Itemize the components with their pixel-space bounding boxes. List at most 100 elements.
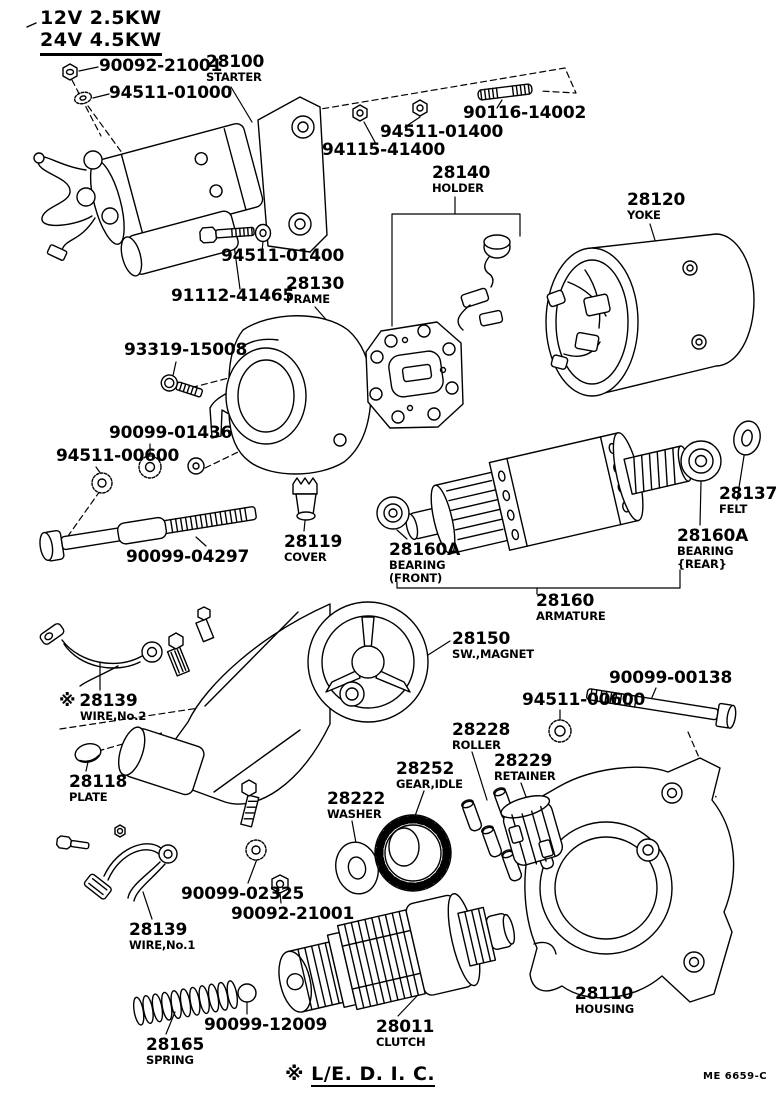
small-bolt-sketch xyxy=(55,835,90,850)
label-gear-idle: 28252 GEAR,IDLE xyxy=(396,760,463,791)
part-number: 28130 xyxy=(286,274,345,294)
part-number: 94511-01400 xyxy=(221,246,345,266)
label-felt: 28137 FELT xyxy=(719,485,777,516)
part-caption: STARTER xyxy=(206,70,262,85)
label-yoke: 28120 YOKE xyxy=(627,191,685,222)
part-caption: HOUSING xyxy=(575,1002,634,1017)
part-number: 90099-02325 xyxy=(181,884,305,904)
nut-94511-01400-top-sketch xyxy=(412,99,428,117)
part-caption: WASHER xyxy=(327,807,382,822)
small-nut-sketch xyxy=(114,824,126,838)
reference-mark: ※ xyxy=(59,691,76,711)
label-nut-90092-top: 90092-21001 xyxy=(99,57,222,76)
label-nut-94115-41400: 94115-41400 xyxy=(322,140,446,160)
label-housing: 28110 HOUSING xyxy=(575,985,634,1016)
label-nut-90092-bottom: 90092-21001 xyxy=(231,904,355,924)
retainer-sketch xyxy=(500,795,564,866)
washer-94511-01000-sketch xyxy=(73,91,93,105)
part-number: 28229 xyxy=(494,751,553,771)
part-number: 28110 xyxy=(575,984,634,1004)
part-number: 90099-01436 xyxy=(109,423,233,443)
label-washer-94511-01000: 94511-01000 xyxy=(109,83,233,103)
label-armature: 28160 ARMATURE xyxy=(536,592,606,623)
washer-94511-01400-mid-sketch xyxy=(254,223,272,243)
part-caption: BEARING xyxy=(677,544,734,559)
part-number: 94511-00600 xyxy=(56,446,180,466)
rod-90099-04297-sketch xyxy=(39,506,257,562)
frame-sketch xyxy=(209,315,372,475)
label-clutch: 28011 CLUTCH xyxy=(376,1018,434,1049)
gear-idle-sketch xyxy=(374,814,452,892)
part-caption: RETAINER xyxy=(494,769,556,784)
label-bearing-front: 28160A BEARING (FRONT) xyxy=(389,541,460,585)
part-number: 93319-15008 xyxy=(124,340,248,360)
part-number: 90092-21001 xyxy=(231,904,355,924)
part-number: 94511-01000 xyxy=(109,83,233,103)
label-cover: 28119 COVER xyxy=(284,533,342,564)
part-caption: ARMATURE xyxy=(536,609,606,624)
rating-line-1: 12V 2.5KW xyxy=(40,7,162,29)
part-number: 28139 xyxy=(79,691,138,711)
part-caption: FRAME xyxy=(286,292,330,307)
part-number: 28119 xyxy=(284,532,343,552)
label-stud-90116-14002: 90116-14002 xyxy=(463,104,586,123)
label-washer-94511-00600-right: 94511-00600 xyxy=(522,691,645,710)
label-frame: 28130 FRAME xyxy=(286,275,344,306)
part-caption: PLATE xyxy=(69,790,108,805)
part-number: 28165 xyxy=(146,1035,205,1055)
part-caption: SW.,MAGNET xyxy=(452,647,534,662)
screw-93319-15008-sketch xyxy=(160,374,204,398)
part-number: 94115-41400 xyxy=(322,140,446,160)
footnote-text: L/E. D. I. C. xyxy=(311,1063,436,1087)
part-number: 90099-04297 xyxy=(126,547,250,567)
label-washer-94511-01400-mid: 94511-01400 xyxy=(221,246,345,266)
nut-90092-top-sketch xyxy=(62,63,78,81)
spring-sketch xyxy=(132,980,239,1026)
part-number: 28100 xyxy=(206,52,265,72)
label-holder: 28140 HOLDER xyxy=(432,164,490,195)
part-number: 28120 xyxy=(627,190,686,210)
label-starter: 28100 STARTER xyxy=(206,53,264,84)
label-spring: 28165 SPRING xyxy=(146,1036,204,1067)
header-tick-mark xyxy=(26,22,37,28)
part-caption: WIRE,No.2 xyxy=(80,709,147,724)
footnote: ※ L/E. D. I. C. xyxy=(285,1063,436,1087)
label-retainer: 28229 RETAINER xyxy=(494,752,556,783)
washer-small-sketch xyxy=(187,457,205,475)
label-bearing-rear: 28160A BEARING {REAR} xyxy=(677,527,748,571)
part-caption: ROLLER xyxy=(452,738,501,753)
bolt-90099-00138-sketch xyxy=(586,688,737,729)
washer-90099-02325-sketch xyxy=(245,839,267,861)
part-caption: FELT xyxy=(719,502,748,517)
label-washer-90099-01436: 90099-01436 xyxy=(109,423,233,443)
holder-sketch xyxy=(365,321,464,429)
wire1-sketch xyxy=(83,843,178,902)
washer-94511-00600-left-sketch xyxy=(91,472,113,494)
label-washer-28222: 28222 WASHER xyxy=(327,790,385,821)
part-caption-2: {REAR} xyxy=(677,556,727,571)
part-number: 90099-00138 xyxy=(609,668,733,688)
sw-magnet-sketch xyxy=(118,601,429,828)
part-caption: COVER xyxy=(284,550,327,565)
part-number: 28228 xyxy=(452,720,511,740)
document-code: ME 6659-C xyxy=(703,1071,768,1082)
bearing-front-sketch xyxy=(376,496,410,530)
part-caption-2: (FRONT) xyxy=(389,570,443,585)
washer-28222-sketch xyxy=(335,841,379,895)
bolt-91112-41465-sketch xyxy=(199,226,255,244)
label-sw-magnet: 28150 SW.,MAGNET xyxy=(452,630,534,661)
part-number: 28222 xyxy=(327,789,386,809)
group-brackets xyxy=(391,196,681,595)
label-bolt-90099-00138: 90099-00138 xyxy=(609,668,733,688)
label-rod-90099-04297: 90099-04297 xyxy=(126,547,250,567)
part-number: 28160 xyxy=(536,591,595,611)
washer-90099-01436-sketch xyxy=(138,455,162,479)
part-caption: YOKE xyxy=(627,208,661,223)
label-screw-93319-15008: 93319-15008 xyxy=(124,340,248,360)
washer-94511-00600-right-sketch xyxy=(548,719,572,743)
part-number: 28140 xyxy=(432,163,491,183)
label-bolt-91112-41465: 91112-41465 xyxy=(171,287,294,306)
part-caption: HOLDER xyxy=(432,181,484,196)
label-wire-no2: ※28139 WIRE,No.2 xyxy=(59,692,146,723)
part-caption: BEARING xyxy=(389,558,446,573)
